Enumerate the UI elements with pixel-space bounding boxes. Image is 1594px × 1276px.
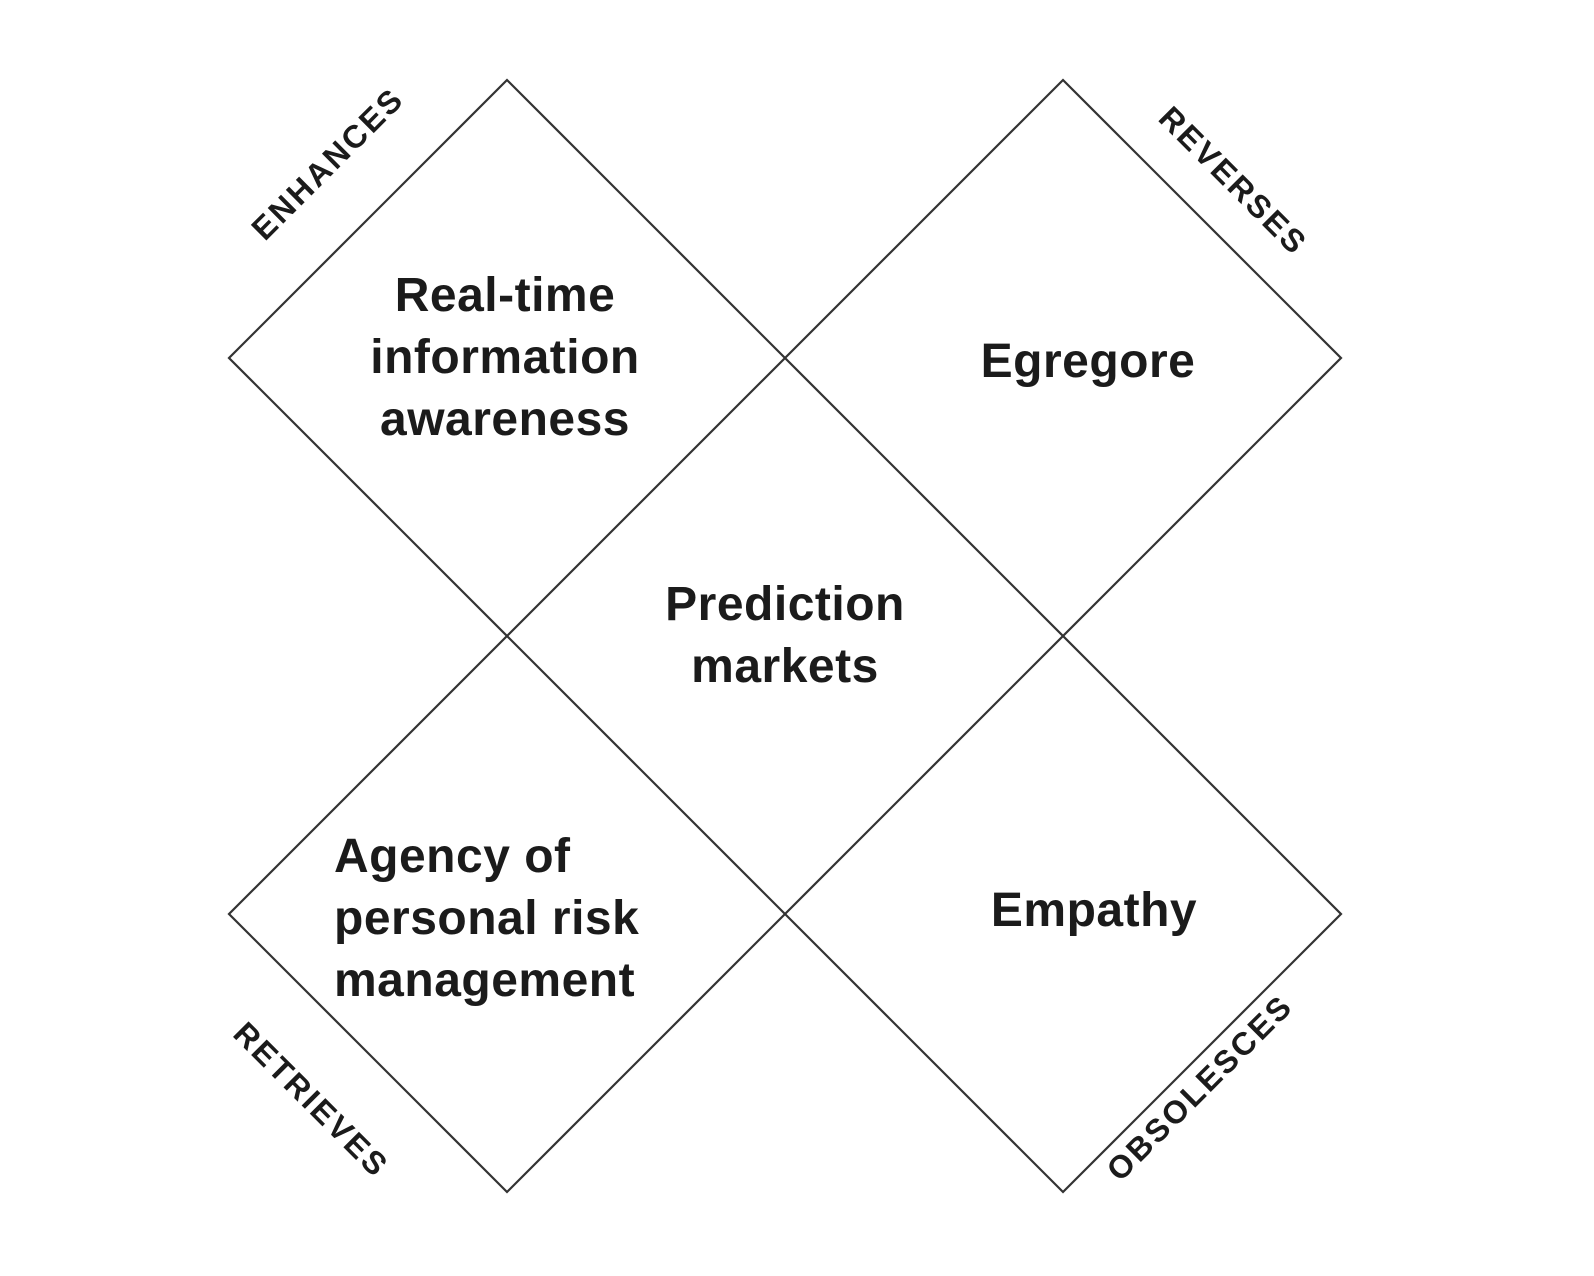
reverses-quadrant-text: Egregore <box>981 331 1196 393</box>
text-line: personal risk <box>334 892 640 945</box>
center-subject-text: Prediction markets <box>665 574 905 698</box>
text-line: markets <box>691 640 879 693</box>
text-line: Empathy <box>990 884 1198 937</box>
text-line: Egregore <box>980 335 1196 388</box>
text-line: Prediction <box>665 578 905 631</box>
obsolesces-quadrant-text: Empathy <box>991 880 1197 942</box>
ne-sw-band-outline <box>227 78 1343 1194</box>
text-line: awareness <box>379 393 631 446</box>
text-line: Agency of <box>334 830 571 883</box>
enhances-quadrant-text: Real-time information awareness <box>370 265 639 451</box>
text-line: management <box>334 954 636 1007</box>
text-line: Real-time <box>394 269 616 322</box>
text-line: information <box>370 331 640 384</box>
retrieves-quadrant-text: Agency of personal risk management <box>334 826 639 1012</box>
